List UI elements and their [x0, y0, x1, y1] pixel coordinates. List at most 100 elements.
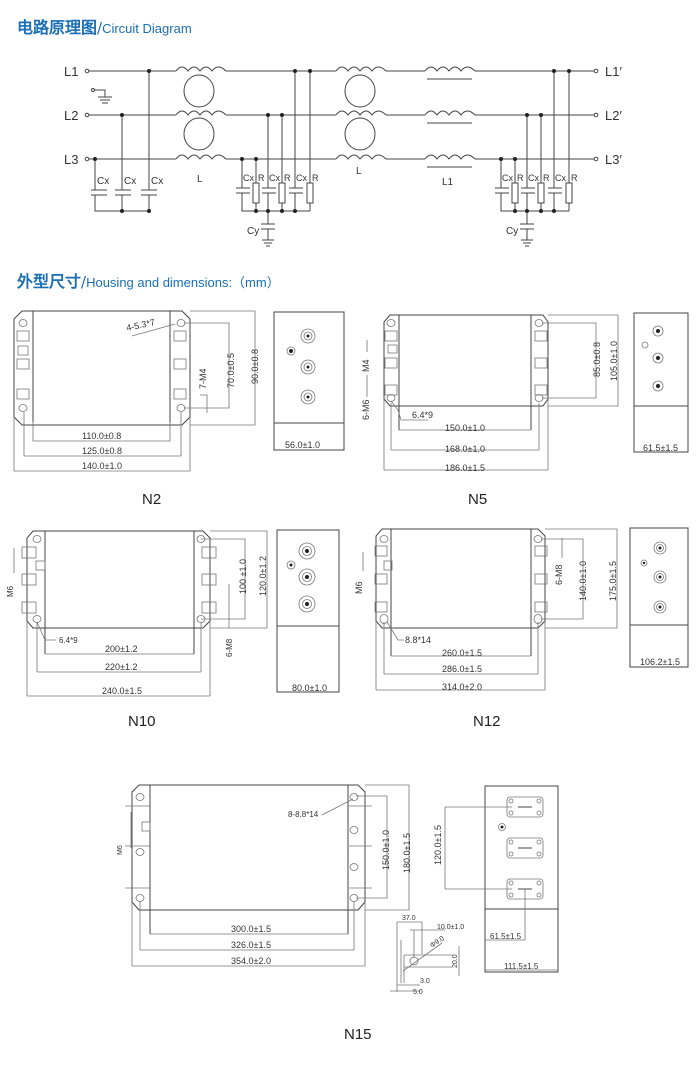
output-label-l1: L1′: [605, 64, 622, 79]
n5-side-view: [633, 312, 689, 453]
label-l: L: [197, 174, 203, 185]
model-label-n5: N5: [468, 491, 488, 508]
n15-side-width: 111.5±1.5: [504, 962, 539, 971]
output-cx-r-network: [495, 69, 573, 247]
n10-terminal-a: M6: [6, 585, 15, 597]
n12-hole-dim: 8.8*14: [405, 635, 431, 645]
label-cx: Cx: [124, 176, 136, 187]
circuit-diagram: L1 L2 L3 L1′ L2′ L3′ L: [64, 64, 622, 247]
label-r: R: [571, 173, 578, 183]
n10-side-width: 80.0±1.0: [292, 683, 327, 693]
phase-lines: [89, 70, 594, 160]
n12-terminal-a: M6: [354, 581, 364, 594]
label-r: R: [284, 173, 291, 183]
n15-dim-h1: 300.0±1.5: [231, 924, 271, 934]
n5-dim-h1: 150.0±1.0: [445, 423, 485, 433]
ground-symbol: [91, 88, 112, 104]
label-cx: Cx: [97, 176, 109, 187]
label-r: R: [543, 173, 550, 183]
label-cy: Cy: [506, 226, 518, 237]
n2-hole-dim: 4-5.3*7: [125, 317, 155, 333]
middle-cx-r-network: [236, 69, 314, 247]
n15-busbar-detail: [390, 921, 460, 992]
n15-dim-v2: 180.0±1.5: [402, 833, 412, 873]
busbar-offset: 10.0±1.0: [437, 924, 464, 931]
terminal-circles: [84, 68, 599, 162]
label-cy: Cy: [247, 226, 259, 237]
n12-dim-h2: 286.0±1.5: [442, 664, 482, 674]
label-cx: Cx: [296, 173, 307, 183]
terminal-studs: [16, 330, 187, 400]
n5-hole-dim: 6.4*9: [412, 410, 433, 420]
circuit-title-en: Circuit Diagram: [102, 21, 192, 36]
n2-dim-v1: 70.0±0.5: [226, 353, 236, 388]
n12-dim-v2: 175.0±1.5: [608, 561, 618, 601]
drawing-n12: [362, 528, 618, 691]
model-label-n15: N15: [344, 1026, 372, 1043]
label-r: R: [258, 173, 265, 183]
n12-dim-h3: 314.0±2.0: [442, 682, 482, 692]
n15-dim-v1: 150.0±1.0: [381, 830, 391, 870]
label-r: R: [517, 173, 524, 183]
n2-dim-h3: 140.0±1.0: [82, 461, 122, 471]
label-l: L: [356, 166, 362, 177]
n12-dim-v1: 140.0±1.0: [578, 561, 588, 601]
input-label-l2: L2: [64, 108, 78, 123]
n2-dim-h1: 110.0±0.8: [82, 431, 121, 441]
n10-dim-h1: 200±1.2: [105, 644, 137, 654]
model-label-n2: N2: [142, 491, 162, 508]
n2-dim-h2: 125.0±0.8: [82, 446, 122, 456]
busbar-height: 20.0: [452, 954, 459, 968]
n2-terminal-dim: 7-M4: [198, 368, 208, 389]
input-x-capacitors: [91, 69, 157, 213]
drawing-n10: [13, 530, 268, 697]
n5-terminal-b: 6-M6: [361, 399, 371, 420]
n12-terminal-b: 6-M8: [554, 564, 564, 585]
label-cx: Cx: [555, 173, 566, 183]
n10-dim-h2: 220±1.2: [105, 662, 137, 672]
n10-dim-v1: 100 ±1.0: [238, 559, 248, 594]
n15-dim-h3: 354.0±2.0: [231, 956, 271, 966]
label-cx: Cx: [528, 173, 539, 183]
housing-title-cn: 外型尺寸: [17, 272, 82, 291]
drawing-n5: [366, 314, 619, 471]
n10-dim-h3: 240.0±1.5: [102, 686, 142, 696]
n5-side-width: 61.5±1.5: [643, 443, 678, 453]
n5-dim-h2: 168.0±1.0: [445, 444, 485, 454]
n10-hole-dim: 6.4*9: [59, 636, 78, 645]
n5-terminal-a: M4: [361, 359, 371, 372]
n15-side-offset: 61.5±1.5: [490, 932, 522, 941]
drawing-n2: [13, 310, 256, 472]
n12-dim-h1: 260.0±1.5: [442, 648, 482, 658]
circuit-title-cn: 电路原理图: [17, 18, 98, 37]
n12-side-width: 106.2±1.5: [640, 657, 680, 667]
label-r: R: [312, 173, 319, 183]
n10-dim-v2: 120.0±1.2: [258, 556, 268, 596]
n15-side-view: [444, 785, 559, 973]
n2-dim-v2: 90.0±0.8: [250, 349, 260, 384]
n15-side-pitch: 120.0±1.5: [433, 825, 443, 865]
busbar-hole: Φ9.0: [429, 935, 446, 950]
housing-title-en: Housing and dimensions:（mm）: [86, 275, 280, 290]
title-separator: /: [81, 273, 87, 291]
n12-side-view: [629, 527, 689, 668]
n2-side-view: [273, 311, 345, 451]
n5-dim-v2: 105.0±1.0: [609, 341, 619, 381]
busbar-width: 37.0: [402, 915, 416, 922]
label-cx: Cx: [502, 173, 513, 183]
drawing-n15: [125, 784, 410, 967]
model-label-n10: N10: [128, 713, 156, 730]
n15-hole-dim: 8-8.8*14: [288, 810, 319, 819]
n2-side-width: 56.0±1.0: [285, 440, 320, 450]
model-label-n12: N12: [473, 713, 501, 730]
n5-dim-v1: 85.0±0.8: [592, 342, 602, 377]
label-cx: Cx: [269, 173, 280, 183]
input-label-l3: L3: [64, 152, 78, 167]
common-mode-choke-1: [175, 66, 227, 160]
circuit-section-title: 电路原理图/Circuit Diagram: [17, 14, 192, 38]
n10-terminal-b: 6-M8: [225, 638, 234, 657]
common-mode-choke-2: [335, 66, 387, 160]
n10-side-view: [276, 529, 340, 693]
n15-terminal-a: M6: [117, 845, 124, 855]
input-label-l1: L1: [64, 64, 78, 79]
